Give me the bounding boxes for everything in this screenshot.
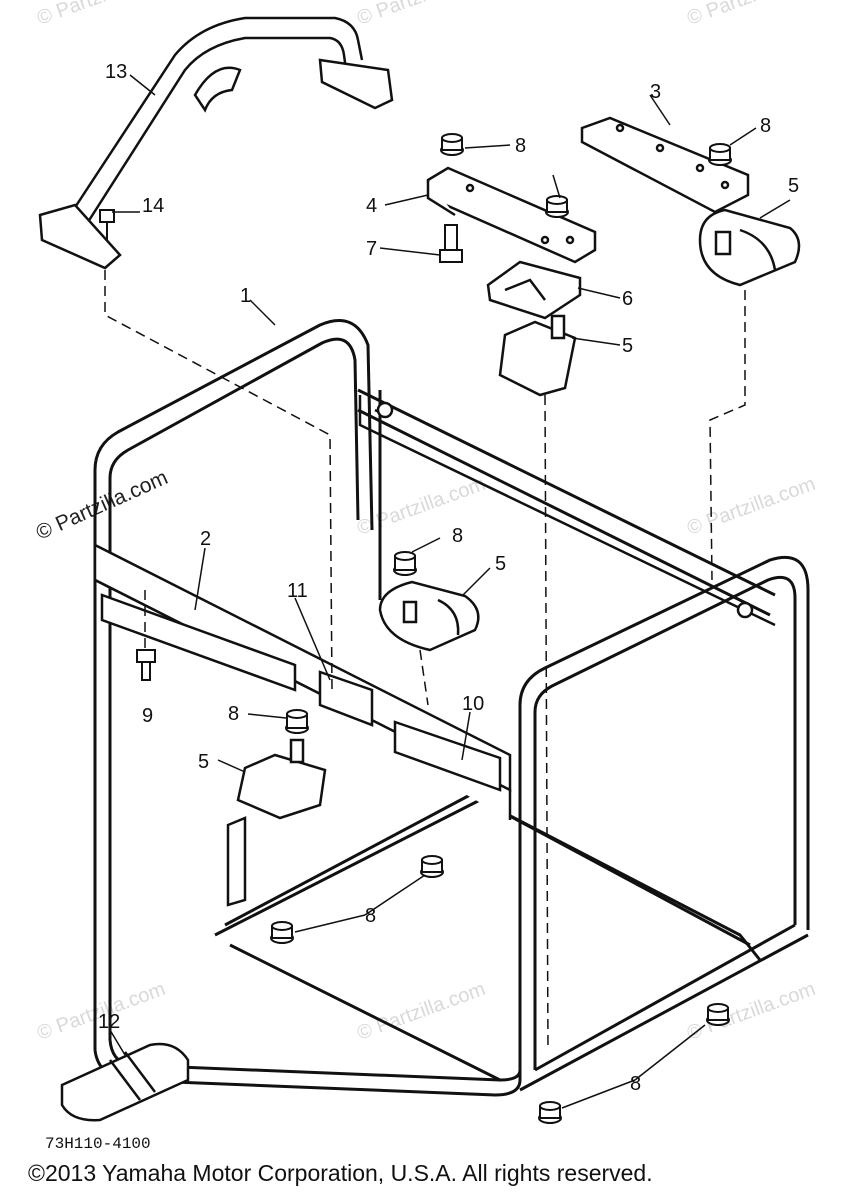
mount-5-center-top [498, 314, 577, 397]
callout-1: 1 [240, 285, 251, 307]
frame [93, 319, 810, 1097]
watermark: © Partzilla.com [684, 0, 818, 30]
bolt-14 [99, 209, 115, 240]
cross-bar [93, 542, 512, 820]
callout-12: 12 [98, 1011, 120, 1033]
nut-8 [706, 1003, 730, 1026]
callout-5: 5 [495, 553, 506, 575]
rear-cross-member [358, 395, 776, 627]
nut-8 [708, 143, 732, 166]
watermark: © Partzilla.com [34, 0, 168, 30]
callout-8: 8 [228, 703, 239, 725]
callout-3: 3 [650, 81, 661, 103]
watermark-dark: © Partzilla.com [33, 466, 172, 545]
nut-8 [393, 551, 417, 576]
watermark: © Partzilla.com [684, 473, 818, 540]
flange-nuts [270, 133, 732, 1124]
callout-6: 6 [622, 288, 633, 310]
mount-5-center [378, 580, 480, 652]
nut-8 [285, 709, 309, 734]
nut-8 [270, 921, 294, 944]
copyright-notice: ©2013 Yamaha Motor Corporation, U.S.A. A… [28, 1160, 653, 1186]
callout-8: 8 [630, 1073, 641, 1095]
callout-9: 9 [142, 705, 153, 727]
callout-5: 5 [198, 751, 209, 773]
callout-7: 7 [366, 238, 377, 260]
callout-2: 2 [200, 528, 211, 550]
callout-14: 14 [142, 195, 164, 217]
nut-8 [545, 195, 569, 218]
watermark: © Partzilla.com [354, 473, 488, 540]
bracket-3 [580, 116, 750, 214]
mount-5-top-right [698, 208, 801, 287]
callout-11: 11 [287, 580, 308, 602]
watermark: © Partzilla.com [354, 0, 488, 30]
callout-4: 4 [366, 195, 377, 217]
callout-8: 8 [452, 525, 463, 547]
watermark: © Partzilla.com [354, 978, 488, 1045]
callout-5: 5 [622, 335, 633, 357]
nut-8 [420, 855, 444, 878]
rubber-mounts [226, 208, 801, 907]
carry-handle [38, 16, 394, 270]
watermark: © Partzilla.com [684, 978, 818, 1045]
leader-lines [109, 74, 791, 1109]
stopper-6 [486, 260, 582, 320]
part-code: 73H110-4100 [45, 1135, 151, 1153]
mount-bracket-left [226, 816, 247, 907]
callout-8: 8 [515, 135, 526, 157]
bolt-9 [136, 649, 156, 681]
bolt-7 [439, 224, 463, 263]
callout-5: 5 [788, 175, 799, 197]
bolts [136, 224, 463, 681]
bracket-4 [426, 166, 597, 264]
callout-8: 8 [365, 905, 376, 927]
callout-10: 10 [462, 693, 484, 715]
tool-bag [60, 1042, 190, 1122]
callout-8: 8 [760, 115, 771, 137]
nut-8 [440, 133, 464, 156]
callout-13: 13 [105, 61, 127, 83]
mount-5-left [236, 738, 327, 820]
callouts: 13 14 3 8 8 4 5 7 6 5 1 8 5 2 11 9 10 8 … [45, 61, 799, 1153]
assembly-lines [104, 270, 746, 1051]
nut-8 [538, 1101, 562, 1124]
